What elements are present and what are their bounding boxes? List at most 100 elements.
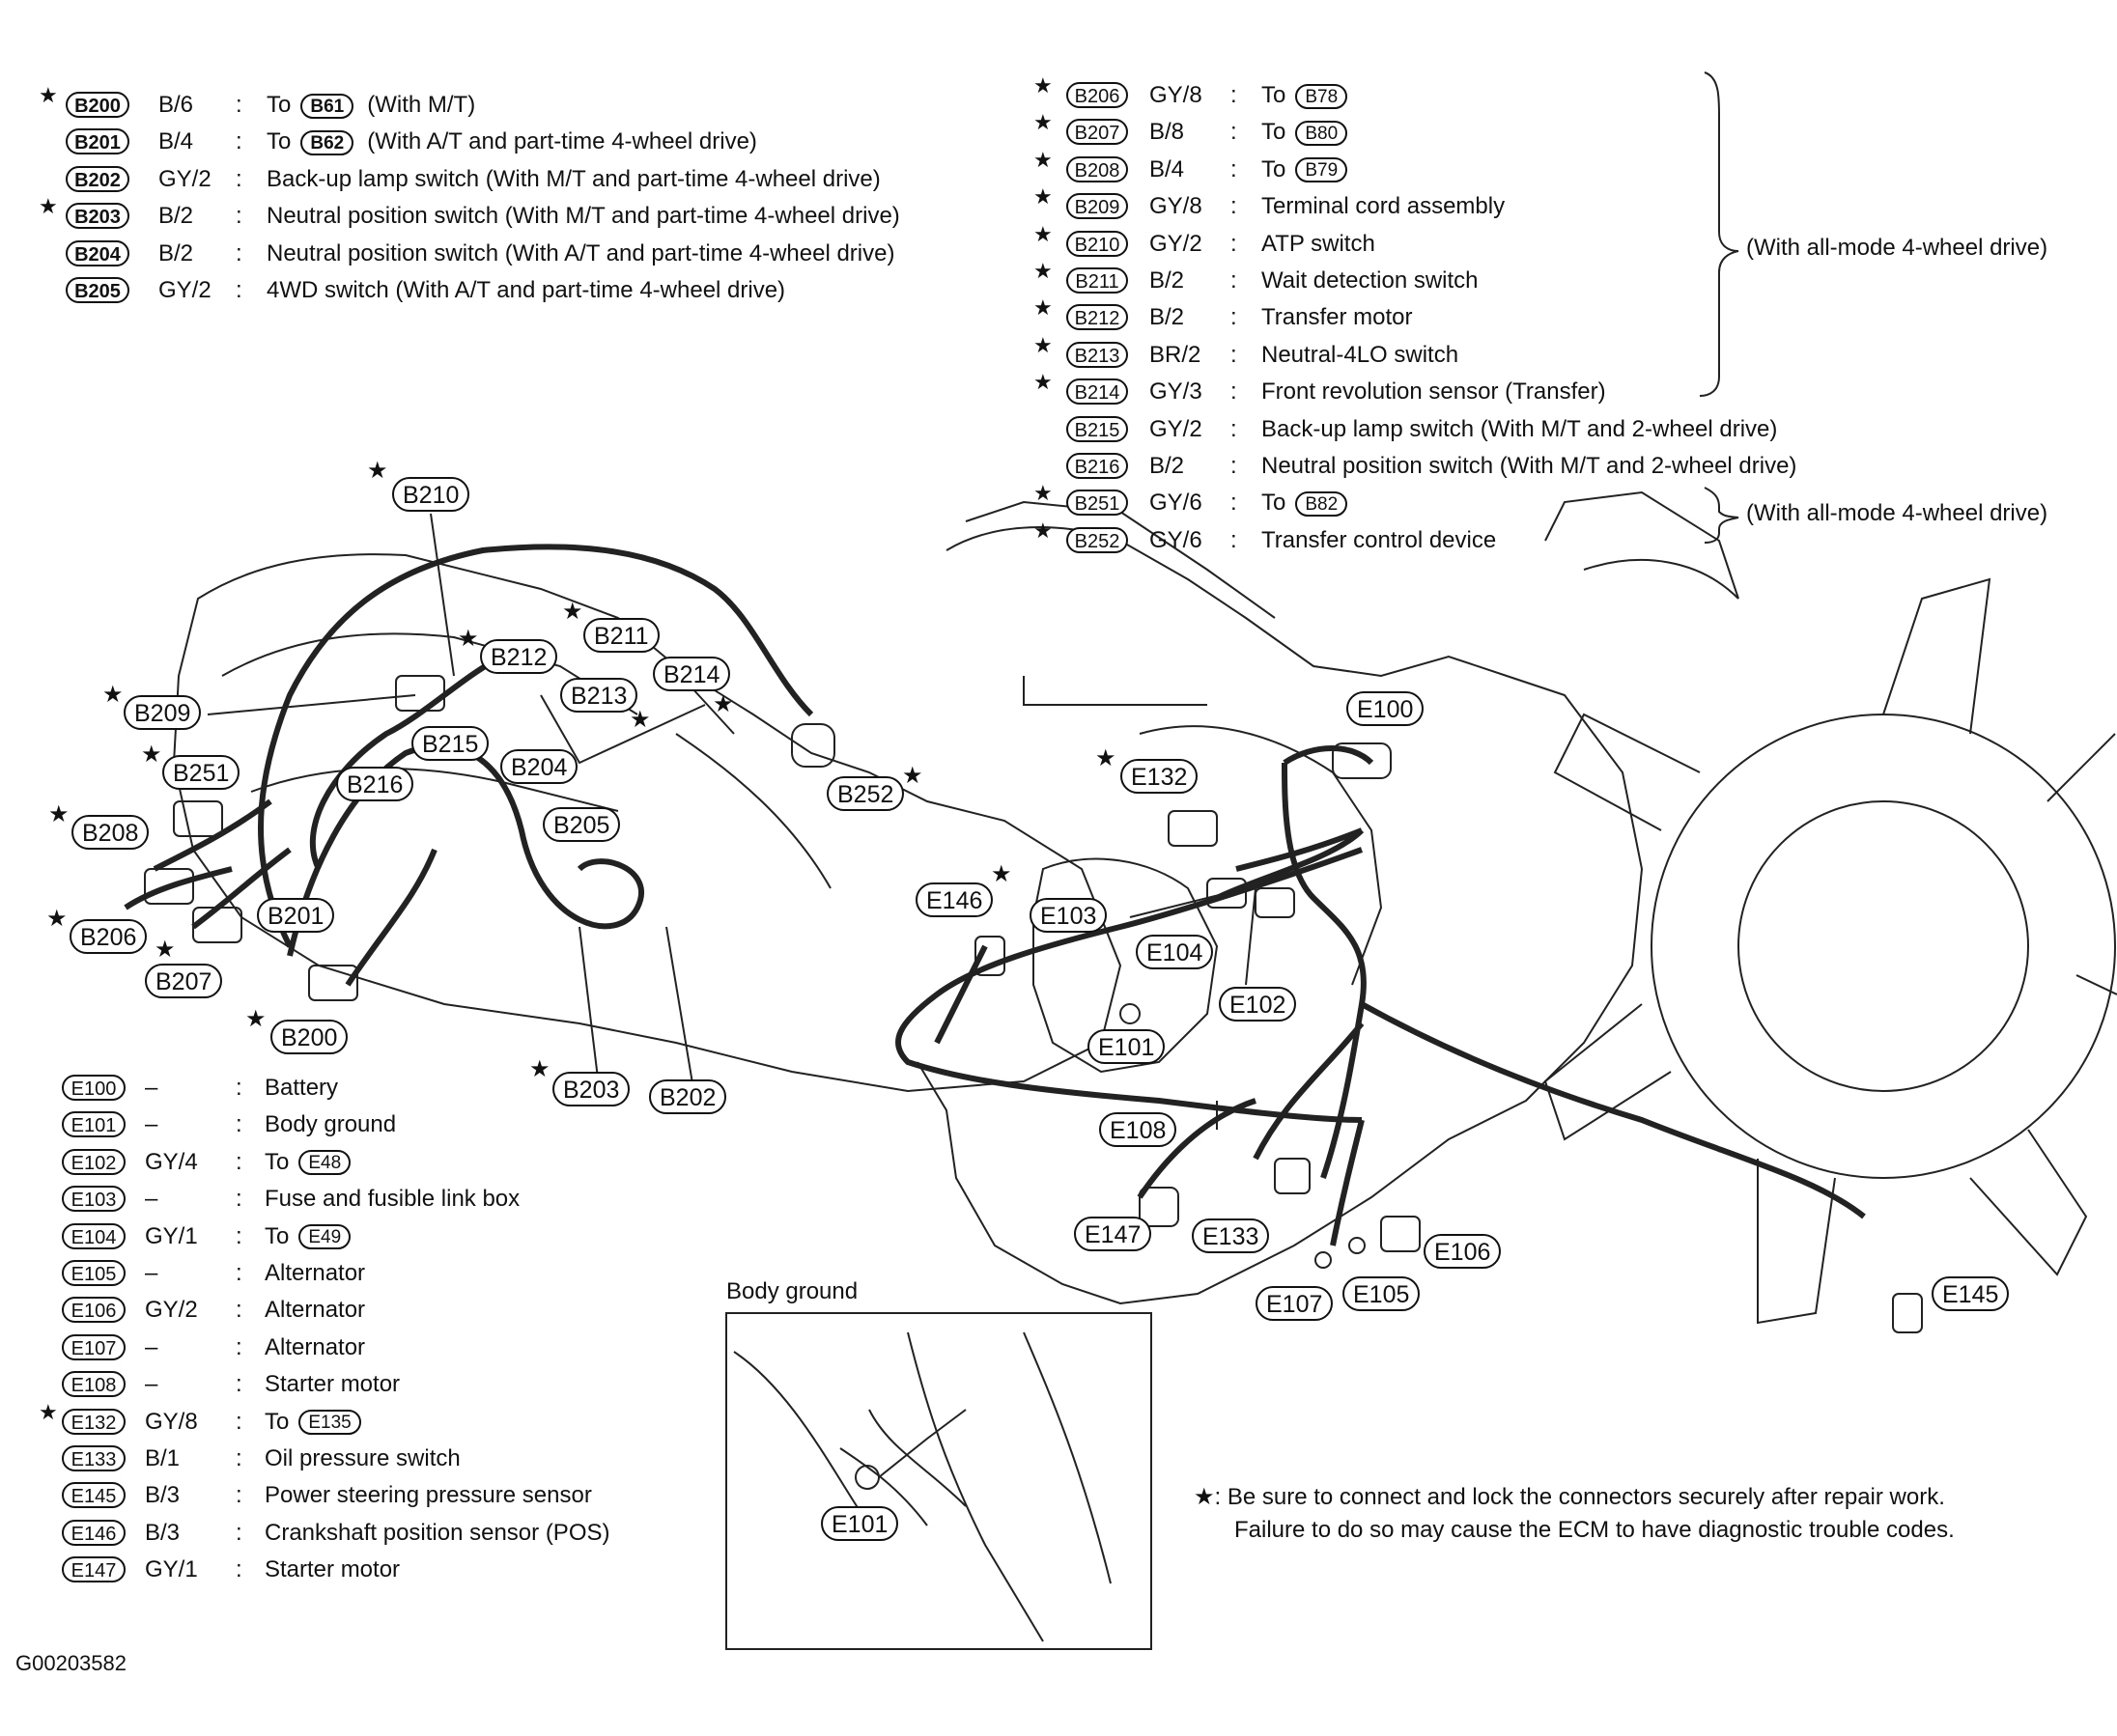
connector-code: B205 xyxy=(66,276,129,303)
callout-label: B210 xyxy=(392,477,470,512)
connector-description: Neutral position switch (With A/T and pa… xyxy=(267,236,894,272)
star-icon: ★ xyxy=(48,801,70,827)
legend-colon: : xyxy=(236,1111,242,1138)
connector-code: E108 xyxy=(62,1371,126,1398)
connector-spec: GY/6 xyxy=(1149,490,1202,517)
reference-connector: E49 xyxy=(298,1224,352,1250)
star-icon: ★ xyxy=(1033,258,1053,283)
star-icon: ★ xyxy=(1033,110,1053,135)
connector-code: B208 xyxy=(1066,155,1128,182)
connector-spec: B/2 xyxy=(1149,304,1185,331)
connector-code: B209 xyxy=(1066,193,1128,220)
connector-code: E103 xyxy=(62,1186,126,1213)
star-icon: ★ xyxy=(902,763,923,789)
legend-colon: : xyxy=(1230,193,1237,220)
connector-spec: BR/2 xyxy=(1149,341,1201,368)
star-icon: ★ xyxy=(1033,221,1053,246)
connector-description: Power steering pressure sensor xyxy=(265,1477,592,1514)
star-icon: ★ xyxy=(713,691,734,717)
description-text: Alternator xyxy=(265,1259,366,1286)
legend-colon: : xyxy=(236,1519,242,1546)
legend-colon: : xyxy=(236,1075,242,1101)
legend-colon: : xyxy=(236,128,242,155)
description-text: Transfer control device xyxy=(1261,526,1497,553)
connector-spec: GY/1 xyxy=(145,1556,198,1583)
callout-label: B215 xyxy=(411,726,490,761)
connector-spec: B/1 xyxy=(145,1444,181,1471)
legend-colon: : xyxy=(236,276,242,303)
description-text: To xyxy=(1261,82,1286,108)
callout-label: E100 xyxy=(1346,691,1425,726)
reference-connector: B62 xyxy=(300,130,354,156)
callout-label: E102 xyxy=(1219,987,1297,1022)
legend-colon: : xyxy=(236,1259,242,1286)
connector-code: E107 xyxy=(62,1333,126,1360)
legend-colon: : xyxy=(1230,82,1237,108)
connector-spec: – xyxy=(145,1075,158,1101)
description-text: Alternator xyxy=(265,1297,366,1324)
connector-code: E101 xyxy=(62,1111,126,1138)
connector-spec: B/4 xyxy=(158,128,194,155)
connector-code: E104 xyxy=(62,1222,126,1249)
legend-colon: : xyxy=(1230,415,1237,442)
callout-label: B207 xyxy=(145,964,223,998)
legend-colon: : xyxy=(236,239,242,266)
star-icon: ★ xyxy=(367,458,388,484)
star-icon: ★ xyxy=(46,906,68,932)
legend-colon: : xyxy=(236,1186,242,1213)
callout-label: E104 xyxy=(1136,935,1214,969)
repair-note-line: Failure to do so may cause the ECM to ha… xyxy=(1234,1517,1955,1543)
star-icon: ★ xyxy=(991,861,1012,887)
description-text: To xyxy=(265,1408,290,1435)
description-text: Neutral position switch (With M/T and pa… xyxy=(267,203,900,230)
star-icon: ★ xyxy=(529,1056,550,1082)
description-text: Fuse and fusible link box xyxy=(265,1186,521,1213)
callout-label: B204 xyxy=(500,749,579,784)
description-text: Neutral position switch (With A/T and pa… xyxy=(267,239,895,266)
description-text: Terminal cord assembly xyxy=(1261,193,1506,220)
legend-colon: : xyxy=(1230,378,1237,406)
connector-description: Terminal cord assembly xyxy=(1261,188,1505,225)
connector-code: B251 xyxy=(1066,490,1128,517)
star-icon: ★ xyxy=(630,707,651,733)
callout-label: B202 xyxy=(649,1079,727,1114)
connector-code: E133 xyxy=(62,1444,126,1471)
connector-description: Body ground xyxy=(265,1106,396,1143)
connector-code: B210 xyxy=(1066,230,1128,257)
connector-code: E102 xyxy=(62,1148,126,1175)
callout-label: E147 xyxy=(1074,1217,1152,1251)
star-icon: ★ xyxy=(1095,745,1116,771)
reference-connector: B78 xyxy=(1295,83,1348,109)
star-icon: ★ xyxy=(39,83,58,107)
connector-code: E132 xyxy=(62,1408,126,1435)
legend-colon: : xyxy=(236,92,242,118)
legend-colon: : xyxy=(236,1408,242,1435)
connector-code: B201 xyxy=(66,128,129,155)
connector-code: B206 xyxy=(1066,82,1128,108)
connector-code: B216 xyxy=(1066,452,1128,479)
star-icon: ★ xyxy=(245,1006,267,1032)
inset-title: Body ground xyxy=(726,1278,859,1304)
callout-label: E101 xyxy=(821,1506,899,1541)
callout-label: E106 xyxy=(1424,1234,1502,1269)
callout-label: E132 xyxy=(1120,759,1199,794)
callout-label: B208 xyxy=(71,815,150,850)
star-icon: ★ xyxy=(1033,295,1053,321)
callout-label: E103 xyxy=(1030,898,1108,933)
connector-description: Neutral position switch (With M/T and 2-… xyxy=(1261,448,1796,485)
connector-description: 4WD switch (With A/T and part-time 4-whe… xyxy=(267,272,785,309)
callout-label: B212 xyxy=(480,639,558,674)
description-suffix: (With A/T and part-time 4-wheel drive) xyxy=(367,128,757,155)
legend-colon: : xyxy=(1230,452,1237,479)
star-icon: ★ xyxy=(39,194,58,219)
connector-description: Alternator xyxy=(265,1292,365,1329)
callout-label: B252 xyxy=(827,776,905,811)
connector-description: Starter motor xyxy=(265,1552,400,1588)
star-icon: ★ xyxy=(102,682,124,708)
reference-connector: B82 xyxy=(1295,490,1348,517)
legend-colon: : xyxy=(236,1222,242,1249)
description-text: To xyxy=(1261,119,1286,146)
connector-spec: GY/2 xyxy=(145,1297,198,1324)
star-icon: ★ xyxy=(1033,184,1053,210)
